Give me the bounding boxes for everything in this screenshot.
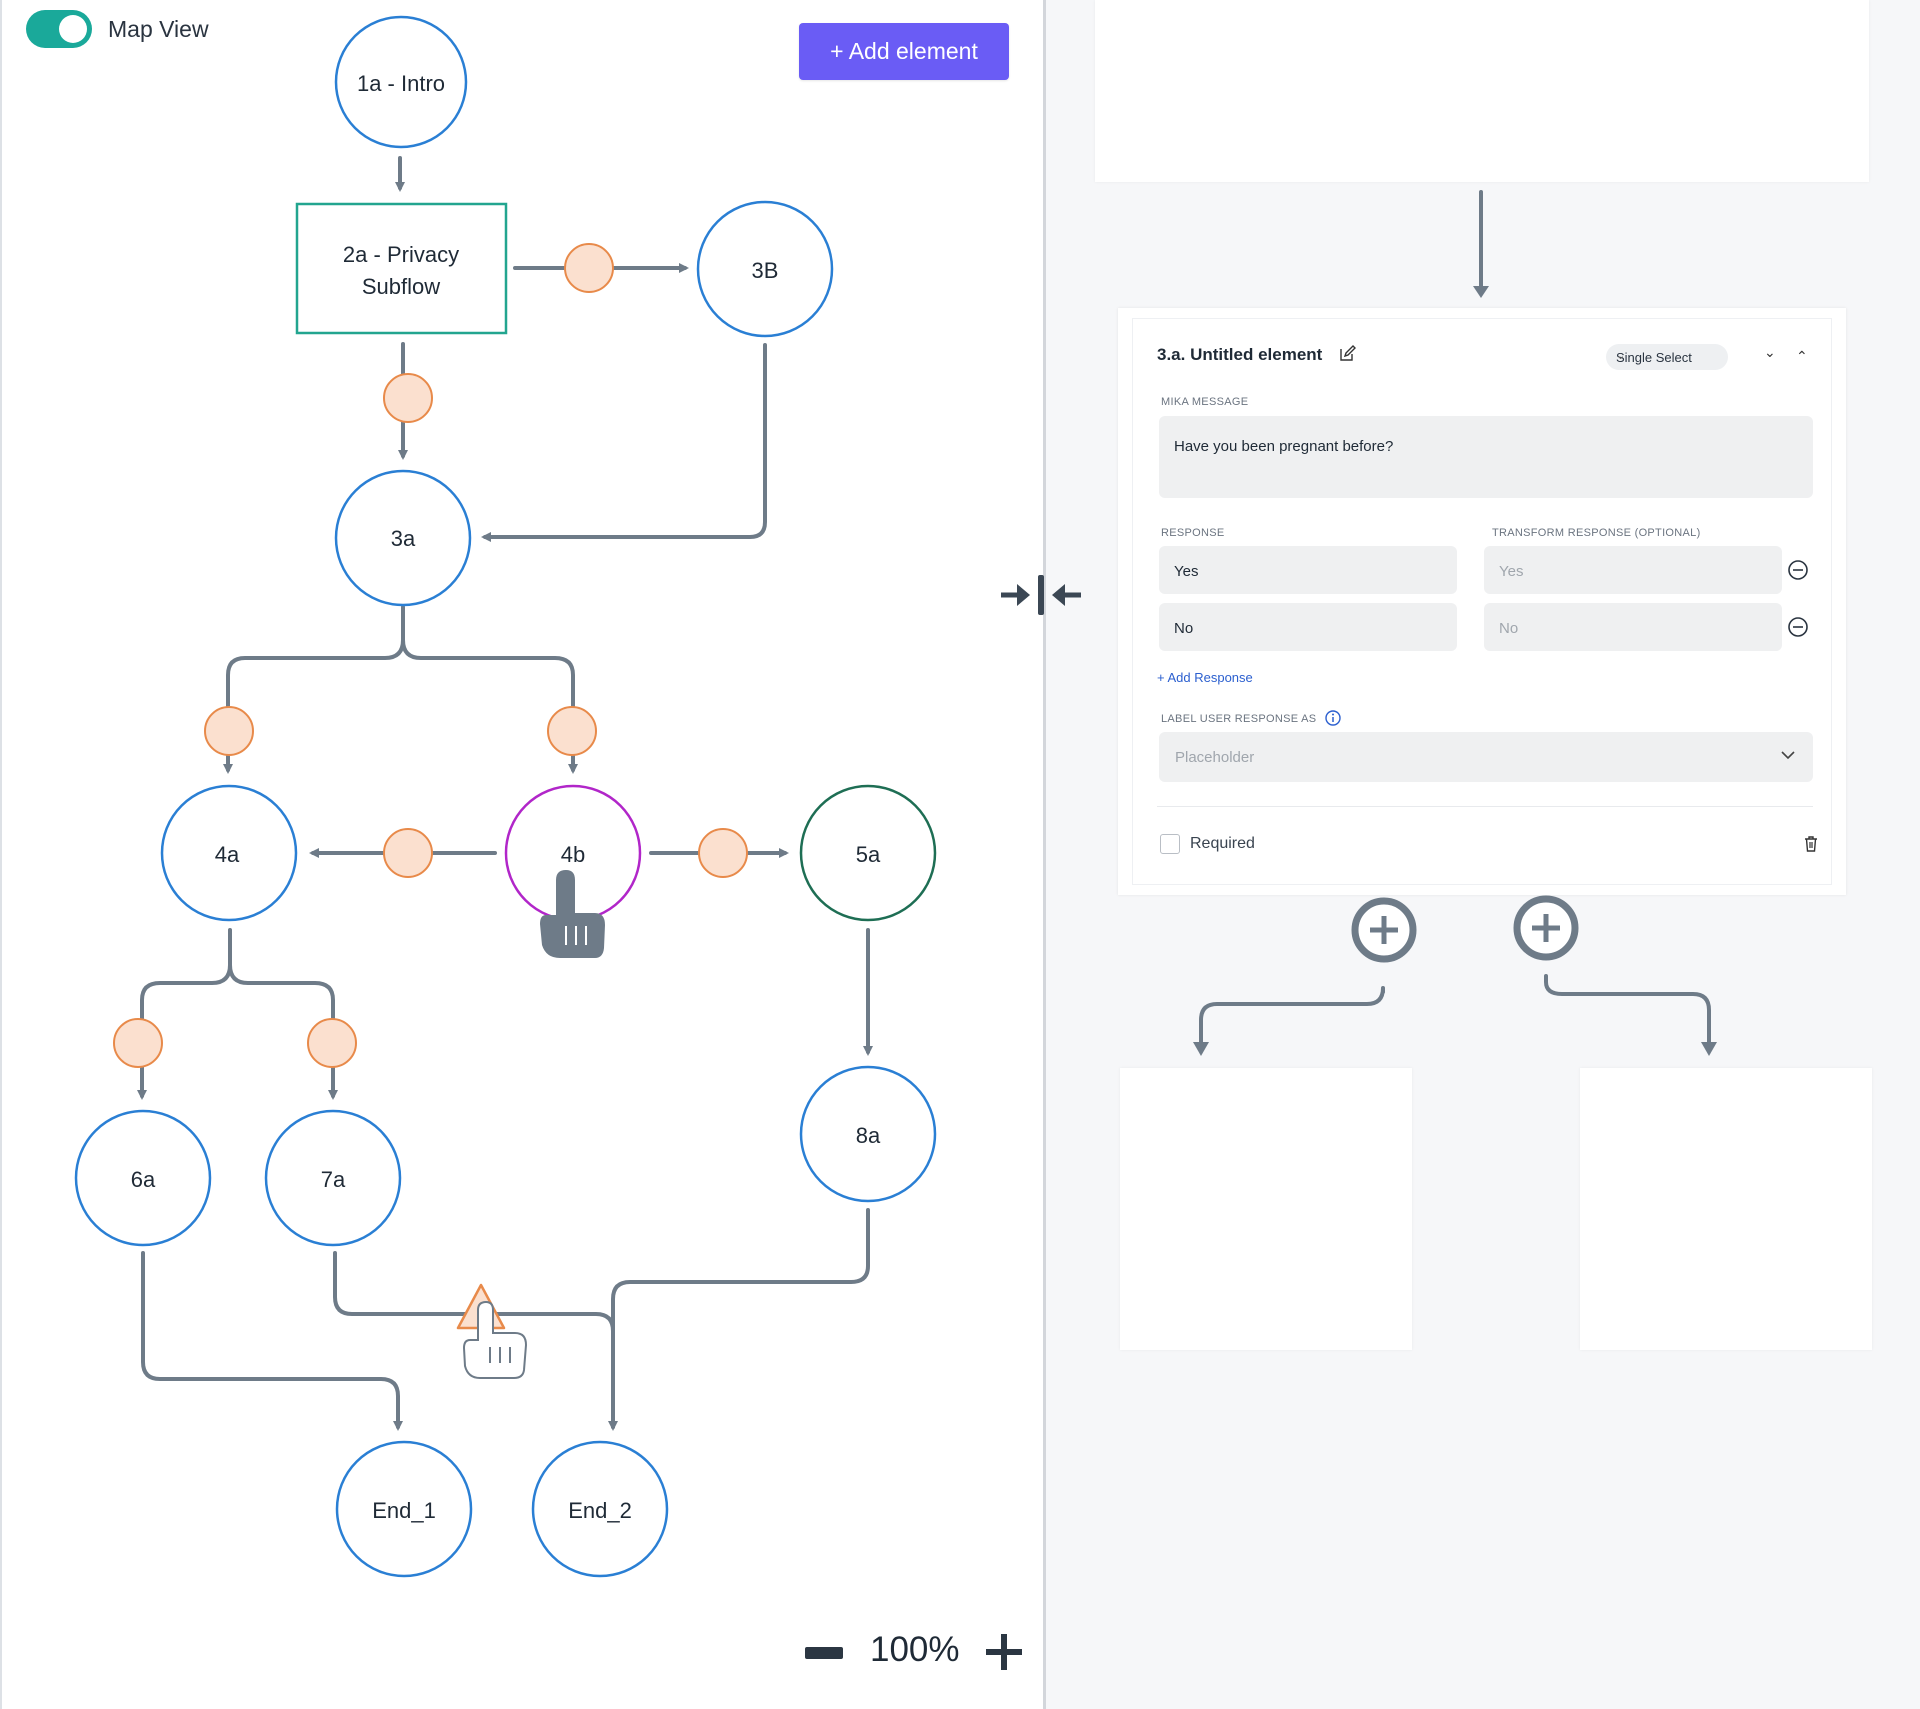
zoom-in-button[interactable] [986, 1634, 1022, 1670]
transform-placeholder: Yes [1499, 563, 1524, 580]
add-response-link[interactable]: + Add Response [1157, 670, 1253, 685]
map-view-toggle[interactable] [26, 10, 92, 48]
response-value: No [1174, 620, 1194, 637]
flow-diagram: 1a - Intro 2a - Privacy Subflow 3B 3a 4a… [74, 15, 937, 1578]
chevron-down-icon: ⌄ [1616, 350, 1626, 362]
transform-input[interactable]: No [1484, 603, 1782, 651]
chevron-down-icon [1781, 751, 1795, 760]
zoom-level: 100% [870, 1630, 960, 1669]
element-type-label: Single Select [1616, 350, 1692, 365]
grab-cursor-icon [540, 870, 605, 958]
element-editor-panel: 3.a. Untitled element Single Select ⌄ ⌄ … [1118, 308, 1846, 895]
node-end1-label: End_1 [372, 1498, 436, 1523]
toggle-knob [59, 15, 87, 43]
node-3b-label: 3B [752, 258, 779, 283]
collapse-up-icon[interactable]: ⌃ [1796, 348, 1808, 364]
hand-cursor-outline-icon [462, 1300, 528, 1379]
branch-card-right[interactable] [1580, 1068, 1872, 1350]
edge-3a-4b[interactable] [401, 638, 578, 774]
edge-3b-3a[interactable] [481, 343, 767, 542]
node-4a-label: 4a [215, 842, 240, 867]
node-7a-label: 7a [321, 1167, 346, 1192]
editor-edge-right [1544, 974, 1711, 1044]
connector-4b-4a[interactable] [383, 828, 433, 878]
transform-placeholder: No [1499, 620, 1519, 637]
divider [1157, 806, 1813, 807]
branch-card-left[interactable] [1120, 1068, 1412, 1350]
node-end1[interactable] [335, 1440, 473, 1578]
edge-4a-7a[interactable] [228, 963, 338, 1100]
node-1a-label: 1a - Intro [357, 71, 445, 96]
mika-message-input[interactable]: Have you been pregnant before? [1159, 416, 1813, 498]
node-6a[interactable] [74, 1109, 212, 1247]
mika-message-text: Have you been pregnant before? [1174, 438, 1394, 455]
node-8a[interactable] [799, 1065, 937, 1203]
add-element-button[interactable]: + Add element [799, 23, 1009, 80]
response-input[interactable]: No [1159, 603, 1457, 651]
node-1a[interactable] [334, 15, 468, 149]
collapse-panels-icon[interactable] [999, 571, 1083, 619]
node-3a-label: 3a [391, 526, 416, 551]
edit-title-icon[interactable] [1339, 345, 1356, 362]
connector-4a-6a[interactable] [113, 1018, 163, 1068]
node-end2[interactable] [531, 1440, 669, 1578]
edge-8a-end2[interactable] [611, 1208, 870, 1429]
node-5a[interactable] [799, 784, 937, 922]
node-8a-label: 8a [856, 1123, 881, 1148]
zoom-out-button[interactable] [805, 1647, 843, 1659]
edge-6a-end1[interactable] [141, 1251, 403, 1431]
transform-input[interactable]: Yes [1484, 546, 1782, 594]
map-view-label: Map View [108, 16, 209, 42]
required-label: Required [1190, 835, 1255, 852]
previous-element-card[interactable] [1095, 0, 1869, 182]
label-user-response-label: LABEL USER RESPONSE AS [1161, 713, 1317, 725]
trash-icon[interactable] [1803, 835, 1819, 853]
editor-edge-left [1199, 986, 1385, 1044]
connector-3a-4a[interactable] [204, 706, 254, 756]
element-title: 3.a. Untitled element [1157, 345, 1323, 364]
connector-4a-7a[interactable] [307, 1018, 357, 1068]
node-2a-label-line2: Subflow [362, 274, 440, 299]
info-icon[interactable] [1325, 710, 1341, 726]
remove-response-icon[interactable] [1787, 559, 1809, 581]
node-2a-label-line1: 2a - Privacy [343, 242, 459, 267]
add-branch-right-icon[interactable] [1513, 895, 1579, 961]
label-user-response-select[interactable]: Placeholder [1159, 732, 1813, 782]
node-3b[interactable] [696, 200, 834, 338]
remove-response-icon[interactable] [1787, 616, 1809, 638]
panel-divider[interactable] [1043, 0, 1046, 1709]
mika-message-label: MIKA MESSAGE [1161, 396, 1249, 408]
node-7a[interactable] [264, 1109, 402, 1247]
move-down-icon[interactable]: ⌄ [1764, 344, 1776, 360]
node-4b-label: 4b [561, 842, 585, 867]
label-select-placeholder: Placeholder [1175, 749, 1255, 766]
node-2a-subflow[interactable] [295, 202, 508, 335]
node-5a-label: 5a [856, 842, 881, 867]
response-label: RESPONSE [1161, 527, 1225, 539]
node-end2-label: End_2 [568, 1498, 632, 1523]
transform-response-label: TRANSFORM RESPONSE (OPTIONAL) [1492, 527, 1701, 539]
node-3a[interactable] [334, 469, 472, 607]
connector-2a-3a[interactable] [383, 373, 433, 423]
add-branch-left-icon[interactable] [1351, 897, 1417, 963]
connector-2a-3b[interactable] [564, 243, 614, 293]
node-4a[interactable] [160, 784, 298, 922]
element-type-select[interactable]: Single Select ⌄ [1606, 344, 1728, 370]
required-checkbox[interactable] [1160, 834, 1180, 854]
response-value: Yes [1174, 563, 1199, 580]
node-6a-label: 6a [131, 1167, 156, 1192]
connector-3a-4b[interactable] [547, 706, 597, 756]
connector-4b-5a[interactable] [698, 828, 748, 878]
response-input[interactable]: Yes [1159, 546, 1457, 594]
